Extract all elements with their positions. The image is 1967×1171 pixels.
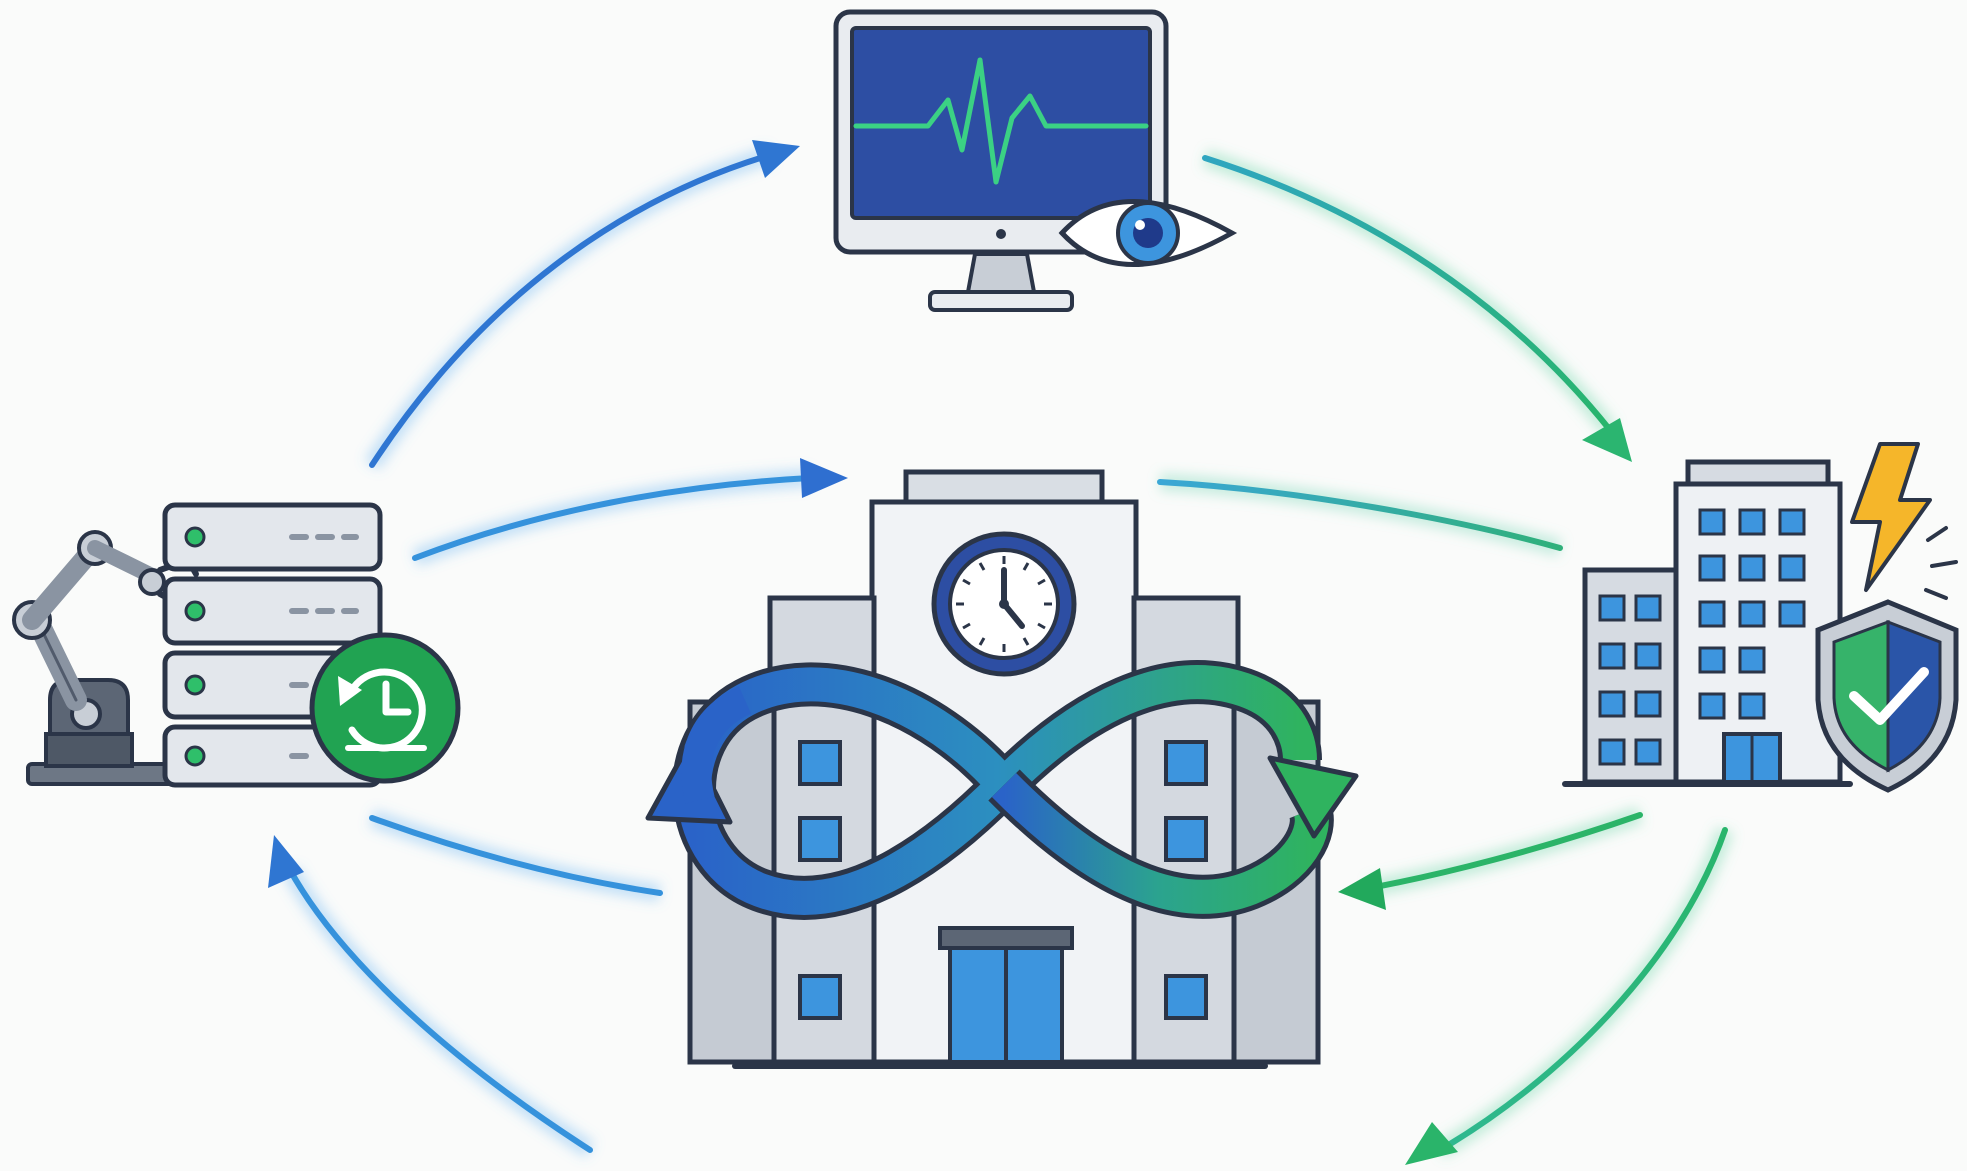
history-clock-icon — [309, 632, 461, 784]
arrow-backup-to-monitoring — [364, 140, 800, 470]
shield-check-icon — [1815, 599, 1959, 793]
arrow-continuity-to-backup — [368, 809, 663, 902]
arrow-backup-to-continuity — [411, 458, 848, 567]
lightning-bolt-icon — [1850, 442, 1958, 600]
monitor-icon — [833, 9, 1169, 312]
robot-arm-icon — [12, 530, 203, 786]
heartbeat-icon — [853, 57, 1149, 185]
arrow-monitoring-to-security — [1202, 149, 1632, 462]
eye-icon — [1058, 199, 1238, 267]
arrow-security-to-backup-lower — [268, 835, 595, 1158]
infinity-loop-icon — [645, 660, 1359, 920]
arrow-security-to-continuity — [1338, 806, 1643, 910]
wall-clock-icon — [931, 531, 1077, 677]
arrow-security-lower-to-bottom — [1405, 827, 1734, 1165]
office-building-icon — [1562, 459, 1853, 787]
arrow-continuity-to-security — [1157, 473, 1563, 557]
